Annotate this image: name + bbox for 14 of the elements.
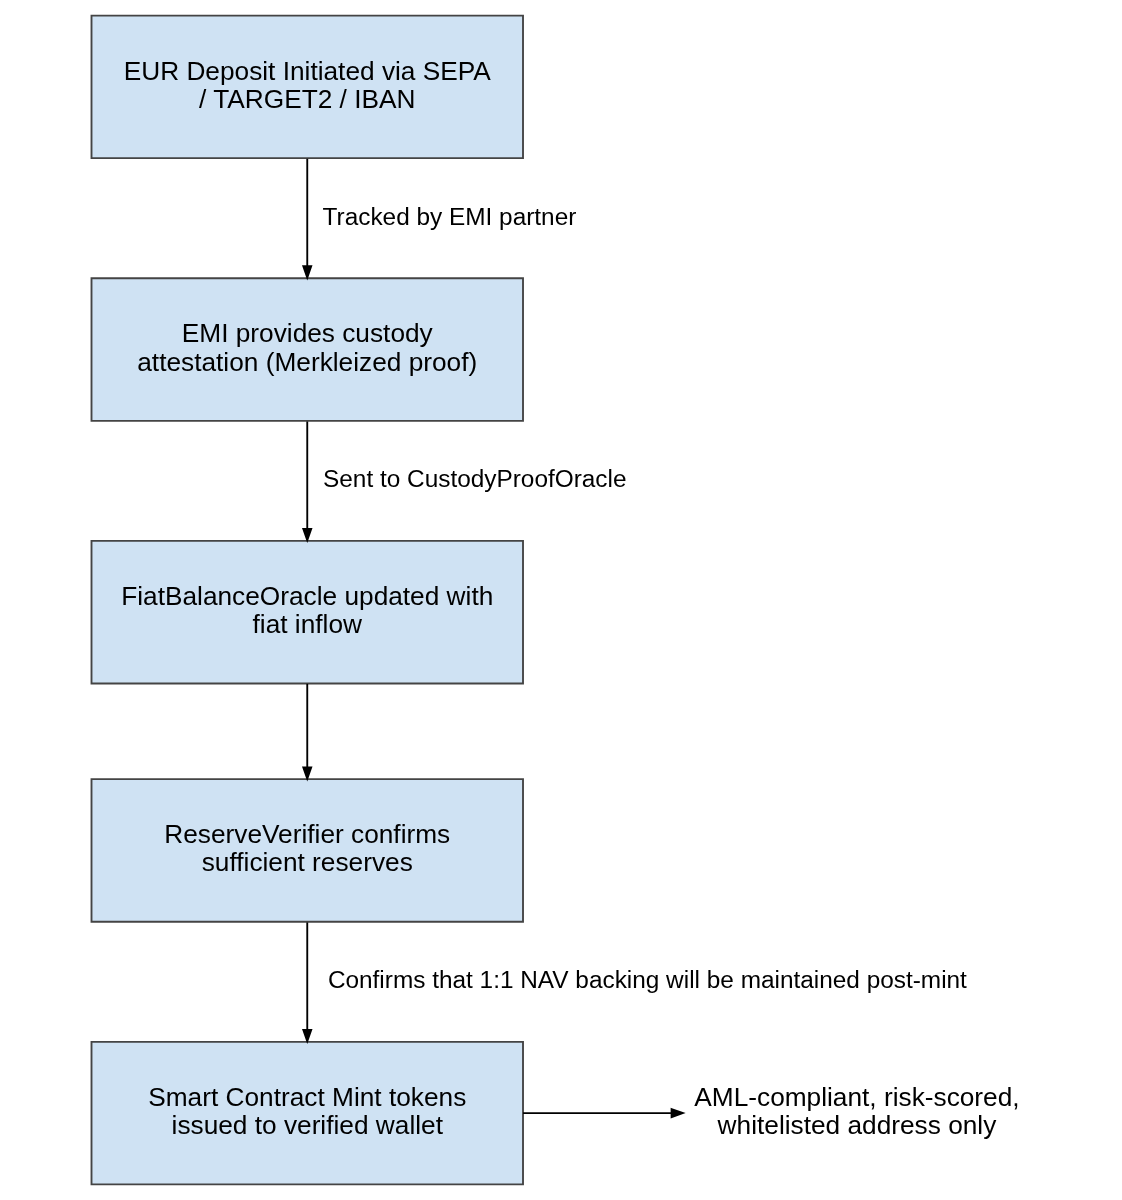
edge-label: Confirms that 1:1 NAV backing will be maintained post-mint [327, 966, 967, 994]
edge-label: Tracked by EMI partner [322, 202, 577, 230]
arrow [302, 682, 313, 782]
edge-label: Sent to CustodyProofOracle [323, 465, 627, 493]
arrow [302, 420, 313, 544]
node-box: EUR Deposit Initiated via SEPA / TARGET2 / IBAN [90, 14, 524, 160]
arrow [302, 157, 313, 281]
node-box: EMI provides custody attestation (Merkleized proof) [90, 277, 524, 422]
node-text: AML-compliant, risk-scored, whitelisted address only [694, 1081, 1020, 1141]
arrow [522, 1107, 686, 1119]
arrow [302, 921, 313, 1044]
node-box: ReserveVerifier confirms sufficient reserves [90, 778, 524, 923]
node-box: FiatBalanceOracle updated with fiat inflow [90, 539, 524, 685]
node-box: Smart Contract Mint tokens issued to verified wallet [90, 1040, 524, 1186]
